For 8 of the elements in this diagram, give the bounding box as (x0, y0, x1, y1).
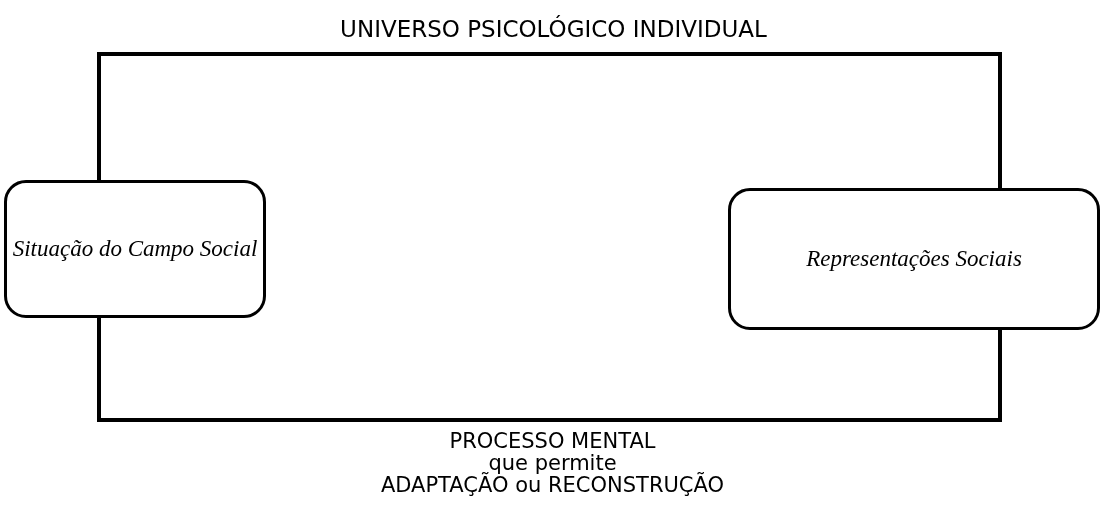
rounded-box (728, 188, 1100, 330)
caption-text: ADAPTAÇÃO ou RECONSTRUÇÃO (380, 473, 725, 497)
rounded-box (4, 180, 266, 318)
caption-text: PROCESSO MENTAL (449, 429, 656, 453)
box-label: Representações Sociais (806, 246, 1022, 272)
box-label: Situação do Campo Social (12, 236, 258, 262)
caption-text: que permite (488, 451, 617, 475)
frame-title: UNIVERSO PSICOLÓGICO INDIVIDUAL (339, 16, 768, 42)
